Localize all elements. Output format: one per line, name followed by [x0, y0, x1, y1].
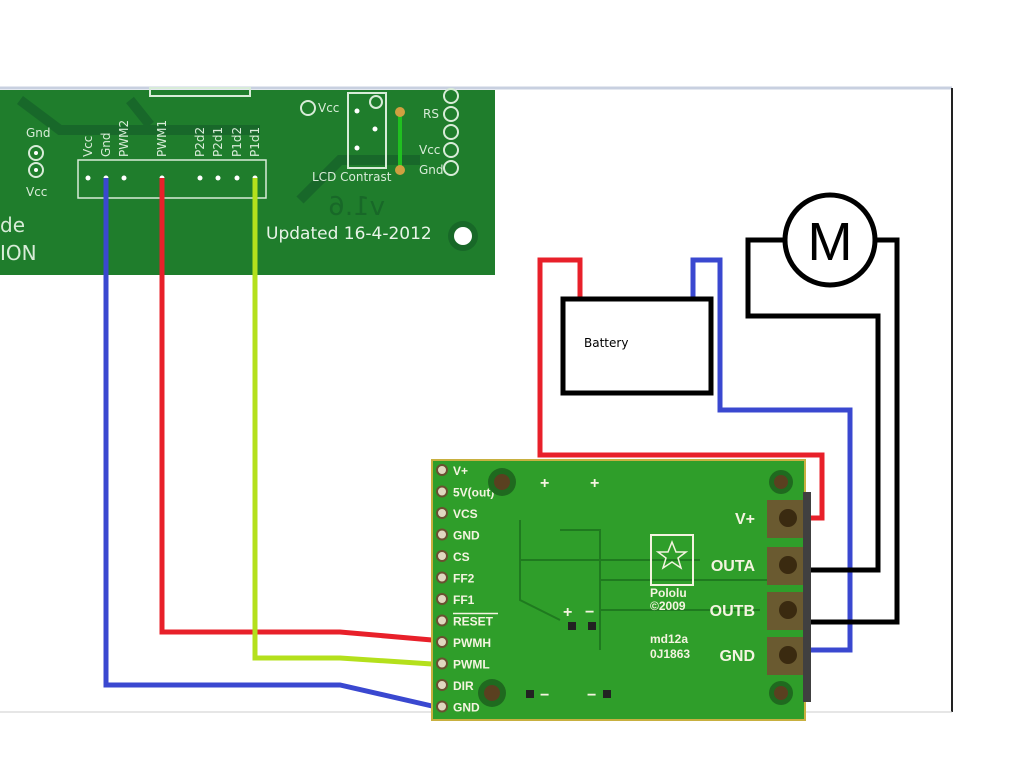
- plus-mark: +: [540, 475, 549, 492]
- driver-pin-label: PWML: [453, 658, 490, 672]
- contrast-pot: [347, 92, 387, 169]
- label-vcc: Vcc: [26, 185, 47, 199]
- side-text: de: [0, 213, 25, 237]
- driver-pin-label: PWMH: [453, 636, 491, 650]
- serial-label: 0J1863: [650, 647, 690, 661]
- minus-mark: −: [540, 687, 549, 704]
- header-pin-label: Vcc: [81, 136, 95, 157]
- header-pin: [197, 175, 203, 181]
- header-pin-label: P2d1: [211, 127, 225, 157]
- wire-battery-positive: [537, 257, 825, 521]
- driver-pin-label: GND: [453, 529, 480, 543]
- header-pin-label: P2d2: [193, 127, 207, 157]
- star-icon: [655, 539, 689, 570]
- header-pin: [234, 175, 240, 181]
- motor: M: [782, 192, 878, 288]
- header-pin-label: PWM2: [117, 120, 131, 157]
- header-pin: [85, 175, 91, 181]
- driver-pin: [436, 528, 448, 541]
- header-pin-label: P1d2: [230, 127, 244, 157]
- driver-pin: [436, 679, 448, 691]
- pad: [28, 162, 44, 178]
- power-terminal-label: GND: [719, 648, 755, 665]
- wire-motor-outa: [745, 237, 881, 573]
- pad: [28, 145, 44, 161]
- driver-pin-label: CS: [453, 550, 470, 564]
- wire-p1d1-lime: [252, 178, 433, 667]
- label-gnd-right: Gnd: [419, 163, 444, 177]
- driver-pin: [436, 507, 448, 519]
- label-lcd-contrast: LCD Contrast: [312, 170, 392, 184]
- label-rs: RS: [423, 107, 439, 121]
- plus-mark: +: [590, 475, 599, 492]
- driver-pin: [436, 571, 448, 584]
- battery: Battery: [560, 296, 714, 396]
- brand-label: Pololu: [650, 586, 687, 600]
- label-vcc-right: Vcc: [419, 143, 440, 157]
- plus-mark: +: [563, 604, 572, 621]
- label-gnd: Gnd: [26, 126, 51, 140]
- driver-pin-label: 5V(out): [453, 486, 494, 500]
- header-pin-label: P1d1: [248, 127, 262, 157]
- driver-pin: [436, 593, 448, 605]
- driver-pin-label: FF2: [453, 572, 475, 586]
- motor-label: M: [808, 212, 853, 272]
- version-ghost: v1.6: [328, 192, 385, 222]
- power-terminal-label: OUTA: [711, 558, 756, 575]
- model-label: md12a: [650, 632, 688, 646]
- minus-mark: −: [585, 604, 594, 621]
- battery-label: Battery: [584, 336, 628, 350]
- driver-pin-label: V+: [453, 464, 468, 478]
- header-pin-label: PWM1: [155, 120, 169, 157]
- driver-pin-label: FF1: [453, 593, 475, 607]
- pin-header: [77, 159, 267, 199]
- driver-pin: [436, 550, 448, 562]
- header-pin: [121, 175, 127, 181]
- driver-pin-label: GND: [453, 701, 480, 715]
- header-pin-label: Gnd: [99, 132, 113, 157]
- driver-pin: [436, 700, 448, 713]
- side-text: ION: [0, 241, 37, 265]
- mounting-hole: [454, 227, 472, 245]
- copyright-label: ©2009: [650, 599, 686, 613]
- driver-pin-label: VCS: [453, 507, 478, 521]
- updated-label: Updated 16-4-2012: [266, 224, 432, 244]
- power-terminal-label: V+: [735, 511, 755, 528]
- driver-pin-label: RESET: [453, 615, 494, 629]
- driver-pin: [436, 614, 448, 627]
- driver-pin: [436, 464, 448, 476]
- driver-pin: [436, 657, 448, 670]
- driver-pin: [436, 636, 448, 648]
- driver-pin-label: DIR: [453, 679, 474, 693]
- minus-mark: −: [587, 687, 596, 704]
- header-pin: [215, 175, 221, 181]
- wire-pwm1-red: [159, 178, 433, 643]
- label-vcc-top: Vcc: [318, 101, 339, 115]
- wire-gnd-dir-blue: [103, 178, 433, 709]
- driver-pin: [436, 485, 448, 498]
- wire-motor-outb: [805, 237, 900, 625]
- pololu-logo: [650, 534, 694, 586]
- wire-battery-negative: [690, 257, 853, 653]
- power-terminal-label: OUTB: [710, 603, 755, 620]
